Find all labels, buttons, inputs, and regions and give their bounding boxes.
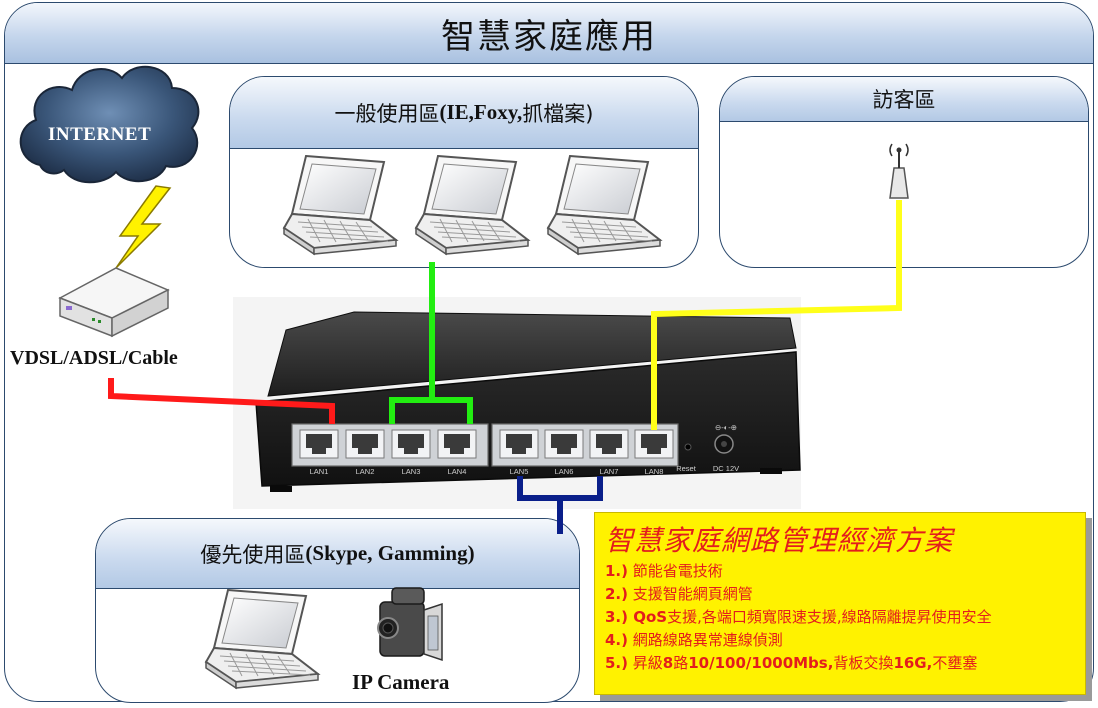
port-label-lan3: LAN3 (402, 467, 421, 476)
guest-zone-cable (651, 200, 902, 430)
laptop-icon (415, 155, 529, 255)
ethernet-port-lan1 (299, 429, 339, 459)
power-label: DC 12V (713, 464, 739, 473)
modem-label: VDSL/ADSL/Cable (10, 347, 178, 369)
modem-cable (108, 378, 335, 424)
solution-box: 智慧家庭網路管理經濟方案 1.) 節能省電技術 2.) 支援智能網頁網管 3.)… (594, 512, 1086, 695)
guest-zone-title: 訪客區 (720, 77, 1088, 122)
port-label-lan5: LAN5 (510, 467, 529, 476)
laptop-icon (547, 155, 661, 255)
general-zone-cable (389, 262, 473, 424)
general-zone-title-en: (IE,Foxy, (439, 100, 523, 124)
priority-zone-cable (517, 476, 603, 534)
internet-label: INTERNET (48, 124, 152, 145)
solution-list: 1.) 節能省電技術 2.) 支援智能網頁網管 3.) QoS支援,各端口頻寬限… (605, 560, 1073, 675)
priority-use-zone-title: 優先使用區(Skype, Gamming) (96, 519, 579, 589)
ip-camera-label: IP Camera (352, 670, 450, 694)
general-zone-title-tail: 抓檔案) (522, 101, 594, 126)
general-zone-title-cn: 一般使用區 (334, 101, 440, 126)
port-label-lan8: LAN8 (645, 467, 664, 476)
router-ports (299, 429, 674, 459)
laptop-icon (205, 589, 319, 689)
ethernet-port-lan7 (589, 429, 629, 459)
power-polarity-label: ⊖-◐-⊕ (715, 423, 737, 432)
ethernet-port-lan3 (391, 429, 431, 459)
ethernet-port-lan5 (499, 429, 539, 459)
ethernet-port-lan4 (437, 429, 477, 459)
modem-icon (58, 267, 170, 338)
ethernet-port-lan8 (634, 429, 674, 459)
solution-title: 智慧家庭網路管理經濟方案 (605, 524, 954, 557)
solution-item: 4.) 網路線路異常連線偵測 (605, 631, 783, 649)
ethernet-port-lan6 (544, 429, 584, 459)
general-use-zone-title: 一般使用區(IE,Foxy, 抓檔案) (230, 77, 698, 149)
solution-item: 3.) QoS支援,各端口頻寬限速支援,線路隔離提昇使用安全 (605, 608, 992, 626)
port-label-lan7: LAN7 (600, 467, 619, 476)
priority-use-zone: 優先使用區(Skype, Gamming) (95, 518, 580, 703)
solution-item: 1.) 節能省電技術 (605, 562, 723, 580)
solution-item: 2.) 支援智能網頁網管 (605, 585, 753, 603)
laptop-icon (283, 155, 397, 255)
reset-label: Reset (676, 464, 697, 473)
solution-item: 5.) 昇級8路10/100/1000Mbs,背板交換16G,不壅塞 (605, 654, 978, 672)
router-device: LAN1 LAN2 LAN3 LAN4 LAN5 LAN6 LAN7 LAN8 Reset D… (233, 297, 801, 509)
port-label-lan4: LAN4 (448, 467, 467, 476)
priority-zone-title-cn: 優先使用區 (200, 542, 306, 567)
ip-camera-icon (377, 587, 443, 662)
priority-zone-title-en: (Skype, Gamming) (305, 541, 475, 565)
page-title: 智慧家庭應用 (5, 3, 1093, 64)
internet-cloud-icon (19, 65, 200, 184)
lightning-icon (115, 185, 172, 269)
ethernet-port-lan2 (345, 429, 385, 459)
port-label-lan1: LAN1 (310, 467, 329, 476)
port-label-lan2: LAN2 (356, 467, 375, 476)
wireless-antenna-icon (889, 143, 909, 199)
port-label-lan6: LAN6 (555, 467, 574, 476)
